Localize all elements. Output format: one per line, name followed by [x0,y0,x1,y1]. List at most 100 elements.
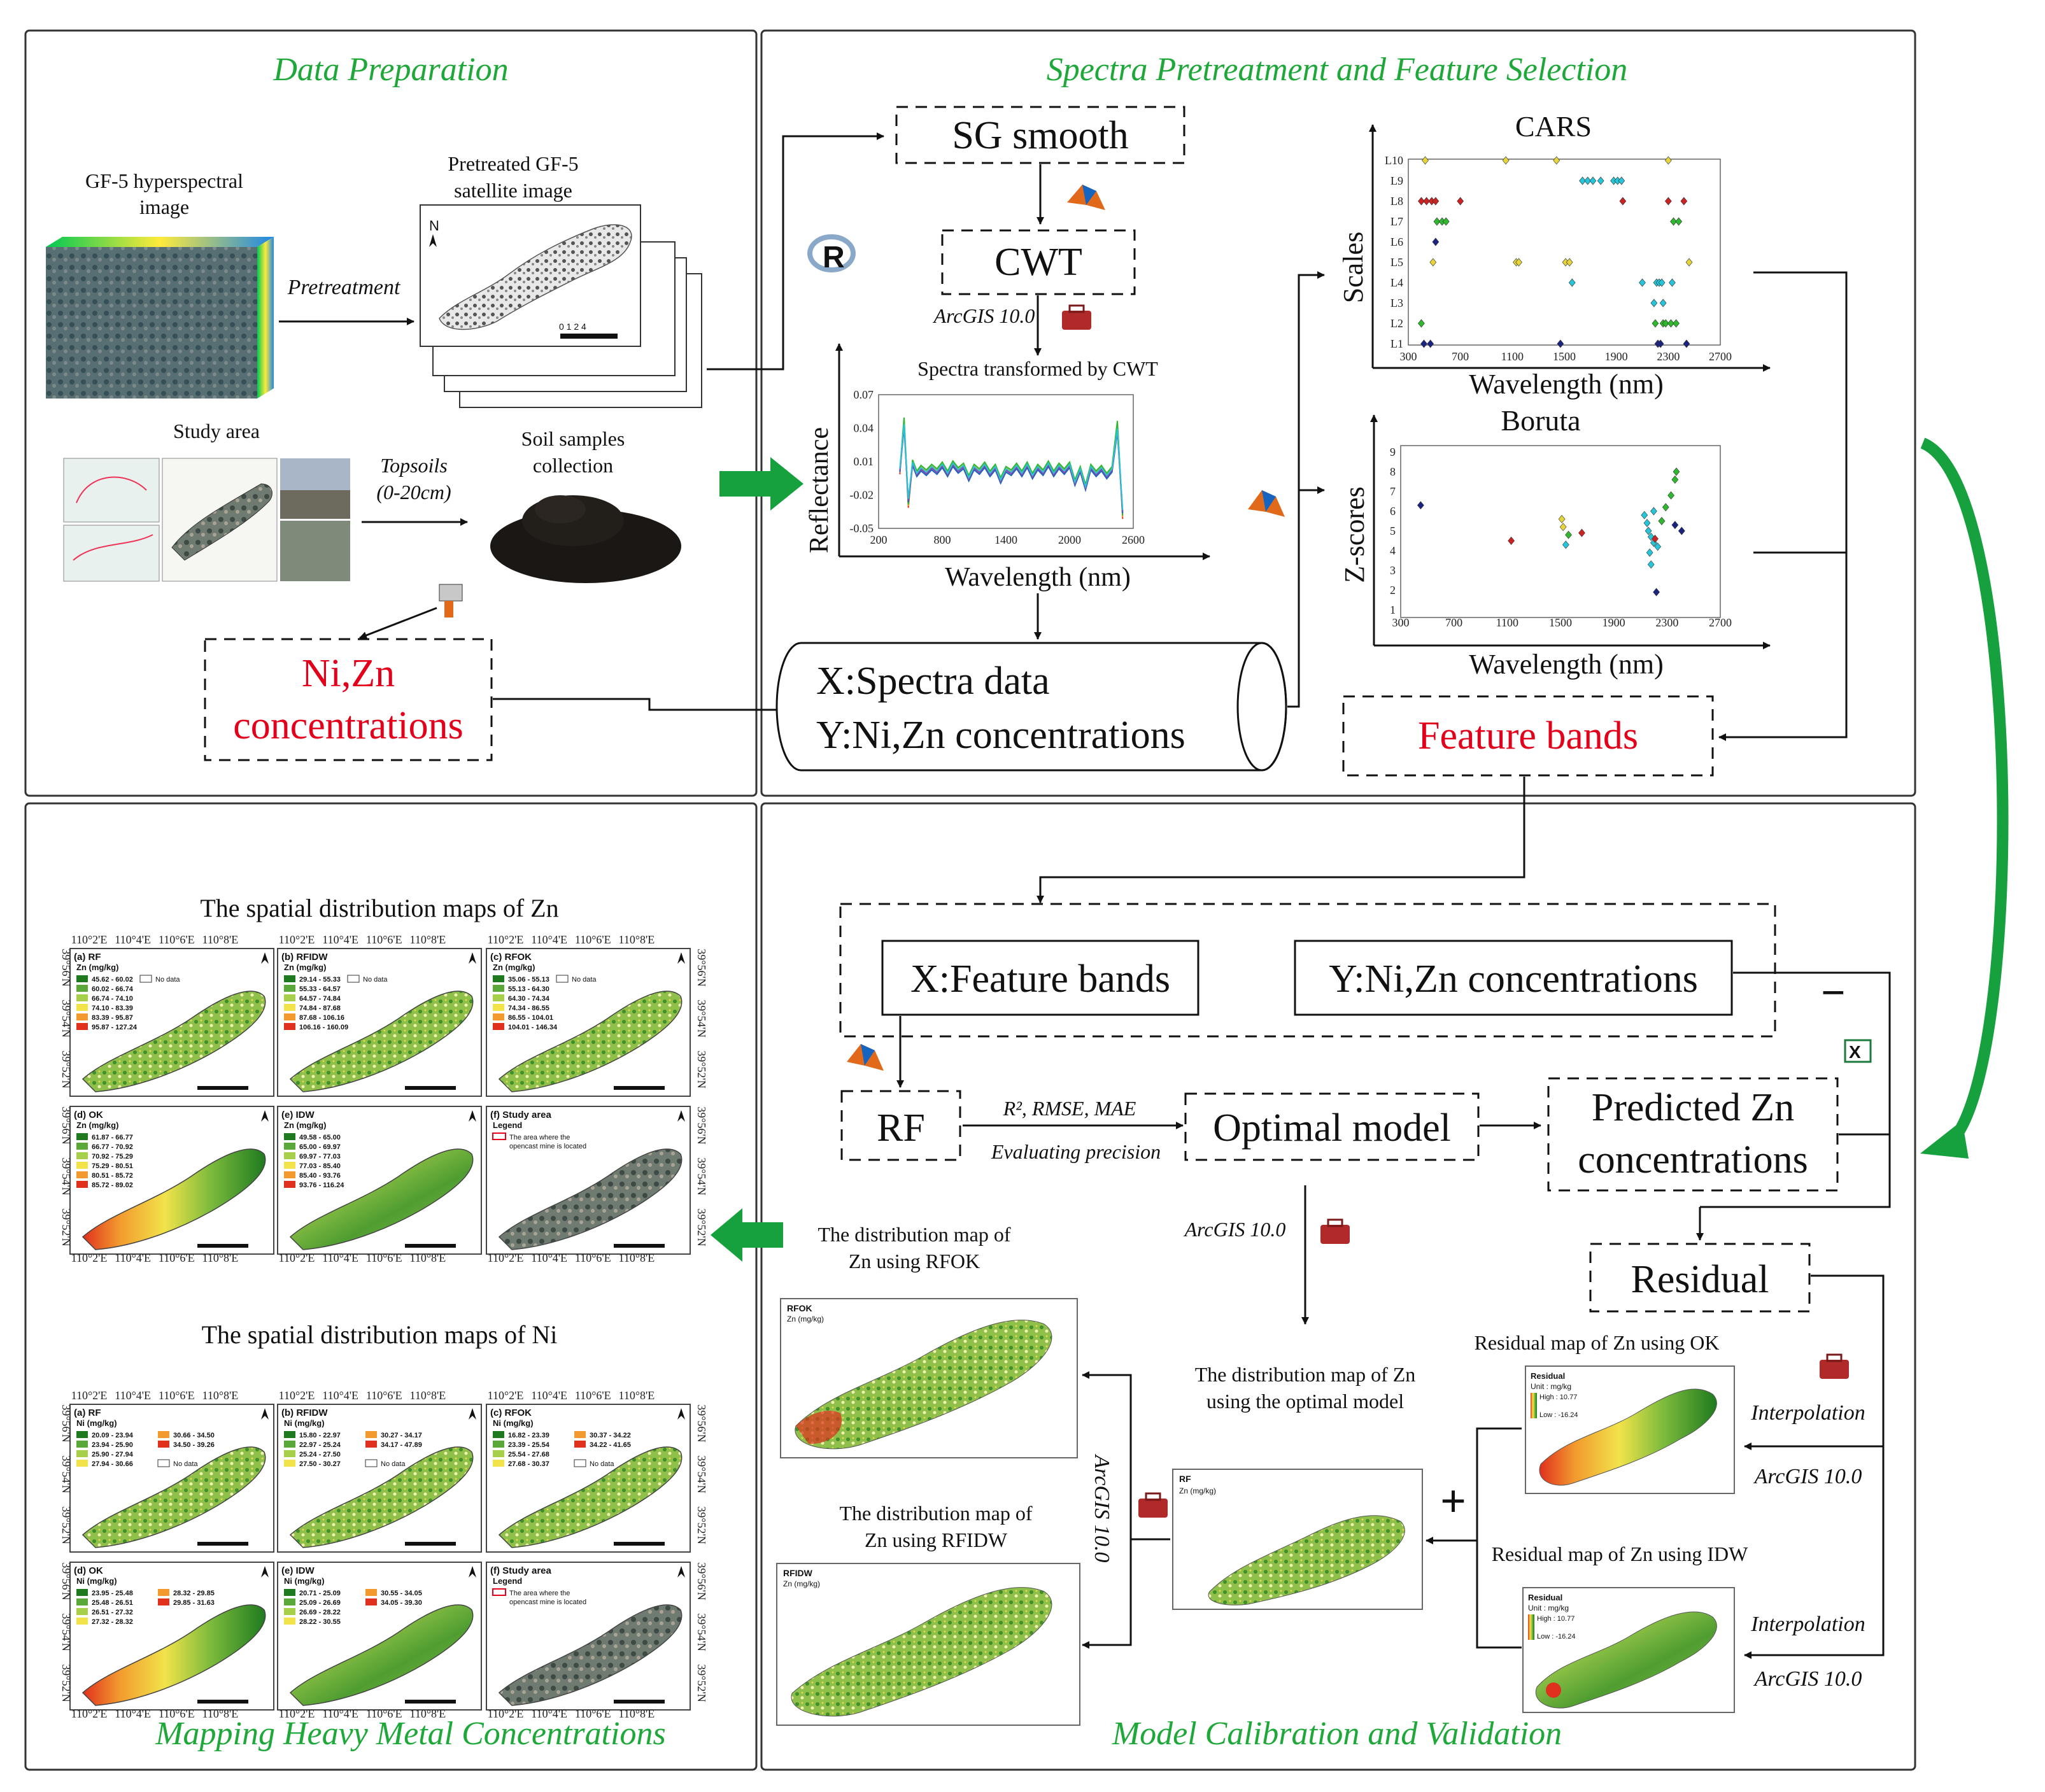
zn-north-arrow [469,1110,476,1122]
cars-point [1502,156,1510,165]
panel-title-model-calibration: Model Calibration and Validation [1112,1716,1562,1752]
boruta-point [1645,526,1652,535]
toolbox-icon-4 [1138,1492,1168,1518]
zn-lon-tick-bottom: 110°6'E [575,1252,611,1264]
zn-region-shape [289,991,474,1092]
rfidw-map-label: RFIDW [783,1568,813,1578]
matlab-icon [1067,185,1105,210]
ni-legend-swatch [574,1431,586,1438]
ni-legend-text: 28.32 - 29.85 [173,1590,215,1597]
residual-map-idw: Residual Unit : mg/kg High : 10.77 Low :… [1522,1587,1735,1713]
pretreated-label-line1: Pretreated GF-5 [448,152,578,175]
boruta-y-tick: 5 [1390,525,1396,537]
gf5-label-line1: GF-5 hyperspectral [85,169,243,192]
cars-point [1557,339,1564,348]
ni-maps-title: The spatial distribution maps of Ni [202,1320,558,1349]
zn-map-label: (f) Study area [490,1110,552,1120]
ni-map-label: (c) RFOK [490,1407,532,1418]
soil-samples-label-line1: Soil samples [521,427,625,450]
minus-sign: − [1821,968,1846,1017]
cars-point [1418,319,1425,328]
zn-legend-swatch [284,1181,295,1188]
zn-legend-swatch [284,1013,295,1020]
boruta-point [1647,560,1655,569]
rfok-map: RFOK Zn (mg/kg) [780,1298,1078,1458]
concentrations-box [204,638,493,761]
zn-lat-tick-left: 39°54'N [60,999,73,1037]
zn-legend-text: 74.84 - 87.68 [299,1005,341,1012]
opt-map-label: RF [1179,1474,1191,1484]
ni-legend-text: The area where the [509,1590,570,1597]
ni-lon-tick-top: 110°6'E [366,1389,402,1402]
evaluating-label: Evaluating precision [991,1140,1161,1163]
cars-point [1650,299,1658,307]
cars-point [1432,197,1440,206]
zn-legend-swatch [76,1143,88,1150]
ni-legend-swatch [76,1460,88,1467]
ni-legend-swatch [76,1589,88,1596]
boruta-point [1653,588,1660,596]
ni-legend-swatch [158,1598,169,1605]
zn-legend-swatch [493,1004,504,1011]
zn-legend-text: 64.57 - 74.84 [299,995,341,1003]
boruta-x-tick: 2300 [1655,616,1678,629]
ni-lon-tick-top: 110°4'E [531,1389,567,1402]
ni-lon-tick-bottom: 110°2'E [279,1707,315,1720]
ni-legend-text: 25.24 - 27.50 [299,1451,341,1458]
panel-data-preparation [24,29,758,797]
pretreated-image-stack: N 0 1 2 4 [420,204,702,408]
zn-legend-swatch [76,975,88,982]
ni-legend-text: 25.90 - 27.94 [92,1451,134,1458]
ni-lat-tick-right: 39°52'N [695,1664,708,1702]
boruta-point [1646,548,1653,557]
zn-lat-tick-left: 39°56'N [60,1106,73,1144]
cars-point [1427,339,1434,348]
cars-point [1579,176,1586,185]
zn-legend-text: opencast mine is located [509,1143,586,1150]
ni-legend-text: 26.51 - 27.32 [92,1609,133,1616]
zn-legend-text: 106.16 - 160.09 [299,1024,348,1031]
boruta-y-tick: 9 [1390,446,1396,458]
boruta-y-tick: 1 [1390,603,1396,616]
cwt-x-tick: 2000 [1058,533,1081,546]
arrow-stack-to-sg [751,132,884,370]
zn-legend-swatch [76,1171,88,1178]
excel-icon: X [1844,1039,1872,1063]
ni-legend-text: 22.97 - 25.24 [299,1441,341,1449]
ni-legend-unit: Ni (mg/kg) [76,1418,117,1428]
ni-lon-tick-bottom: 110°6'E [159,1707,195,1720]
arcgis-label-spectra: ArcGIS 10.0 [933,304,1035,327]
zn-legend-swatch [284,1143,295,1150]
ni-legend-text: 34.05 - 39.30 [381,1599,422,1607]
boruta-point [1658,517,1666,525]
zn-lon-tick-bottom: 110°8'E [619,1252,655,1264]
zn-legend-text: 66.74 - 74.10 [92,995,133,1003]
ni-legend-text: 27.32 - 28.32 [92,1618,133,1626]
boruta-point [1654,542,1662,551]
cwt-chart-ylabel: Reflectance [805,427,834,553]
residual-box [1589,1243,1811,1313]
ni-legend-text: 25.54 - 27.68 [508,1451,549,1458]
zn-map-label: (e) IDW [281,1110,315,1120]
ni-legend-swatch [76,1450,88,1457]
ni-region-shape [81,1604,266,1706]
zn-nodata-swatch [139,975,152,983]
boruta-point [1678,526,1685,535]
ni-legend-text: 26.69 - 28.22 [299,1609,341,1616]
zn-legend-unit: Zn (mg/kg) [284,1120,326,1130]
zn-legend-swatch [76,1023,88,1030]
cars-point [1659,299,1667,307]
cwt-x-tick: 2600 [1122,533,1145,546]
ni-lat-tick-left: 39°54'N [60,1613,73,1651]
res-idw-legend-1: Residual [1528,1593,1562,1602]
zn-legend-text: 55.13 - 64.30 [508,985,549,993]
zn-north-arrow [469,952,476,964]
zn-legend-swatch [492,1132,506,1140]
zn-legend-text: 45.62 - 60.02 [92,976,133,984]
zn-region-shape [498,1148,683,1250]
zn-scale-bar [614,1086,665,1090]
dataset-cylinder [775,642,1287,772]
zn-legend-unit: Zn (mg/kg) [284,963,326,972]
ni-scale-bar [197,1542,248,1546]
